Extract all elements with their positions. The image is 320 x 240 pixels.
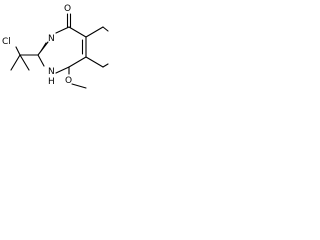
bond-n1-c8a [55, 66, 70, 74]
methoxy-oxygen-label: O [65, 76, 72, 86]
chlorine-label: Cl [2, 37, 11, 47]
nh-nitrogen-label: N [48, 67, 55, 77]
bond-cq-cl [15, 46, 21, 56]
nh-hydrogen-label: H [48, 77, 55, 87]
ring-nitrogen-label: N [48, 34, 55, 44]
bond-c2-n1 [37, 54, 45, 67]
bond-c5-c6 [102, 26, 109, 32]
bond-cq-methyl-1 [10, 54, 21, 71]
carbonyl-oxygen-label: O [64, 4, 71, 14]
bond-c4-n3 [55, 26, 70, 34]
bond-cq-methyl-2 [19, 54, 30, 71]
bond-n3-c2-inner [40, 42, 47, 52]
bond-c4a-c5 [85, 26, 104, 38]
bond-c8-c7 [85, 56, 104, 68]
quinazolinone-structure: Cl N N H O O [2, 4, 109, 89]
bond-o-ch3 [71, 83, 87, 89]
bond-c4-c4a [68, 26, 87, 38]
bond-c7-c6 [102, 63, 109, 68]
bond-c8a-c8 [68, 56, 87, 68]
